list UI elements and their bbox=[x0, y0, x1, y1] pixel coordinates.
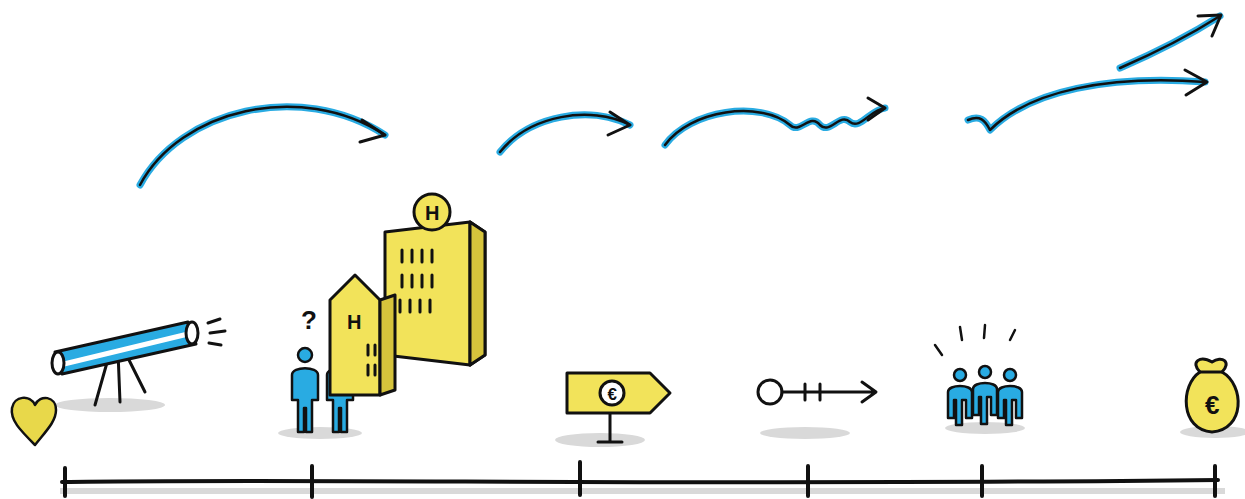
heart-symbol bbox=[12, 398, 56, 445]
question-mark: ? bbox=[301, 307, 317, 333]
team-symbol bbox=[935, 325, 1022, 425]
key-symbol bbox=[758, 380, 876, 404]
hotel-sign: H bbox=[347, 312, 361, 332]
small-house bbox=[330, 275, 395, 395]
tall-building bbox=[385, 194, 485, 365]
signpost-symbol bbox=[567, 373, 670, 442]
money-bag-symbol bbox=[1186, 359, 1238, 432]
timeline-axis bbox=[62, 462, 1218, 497]
hotel-sign: H bbox=[425, 203, 439, 223]
telescope-symbol bbox=[52, 319, 225, 405]
progress-arrows bbox=[140, 15, 1221, 185]
currency-sign: € bbox=[1205, 392, 1219, 418]
currency-sign: € bbox=[608, 386, 617, 403]
